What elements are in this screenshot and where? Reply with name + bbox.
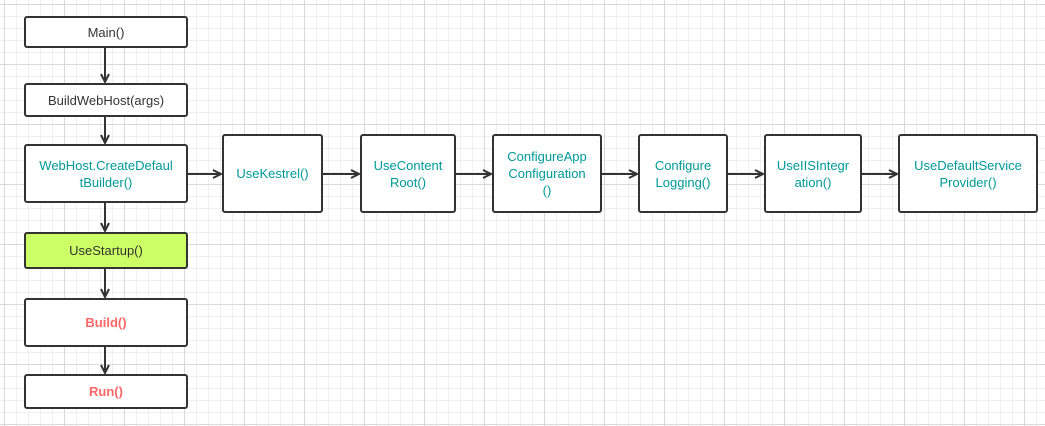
node-main[interactable]: Main(): [24, 16, 188, 48]
node-run[interactable]: Run(): [24, 374, 188, 409]
node-use-content-root[interactable]: UseContent Root(): [360, 134, 456, 213]
node-build[interactable]: Build(): [24, 298, 188, 347]
node-use-default-service-provider[interactable]: UseDefaultService Provider(): [898, 134, 1038, 213]
node-create-default-builder[interactable]: WebHost.CreateDefaul tBuilder(): [24, 144, 188, 203]
node-use-iis-integration[interactable]: UseIISIntegr ation(): [764, 134, 862, 213]
node-build-web-host[interactable]: BuildWebHost(args): [24, 83, 188, 117]
node-use-startup[interactable]: UseStartup(): [24, 232, 188, 269]
node-configure-app-configuration[interactable]: ConfigureApp Configuration (): [492, 134, 602, 213]
node-configure-logging[interactable]: Configure Logging(): [638, 134, 728, 213]
node-use-kestrel[interactable]: UseKestrel(): [222, 134, 323, 213]
